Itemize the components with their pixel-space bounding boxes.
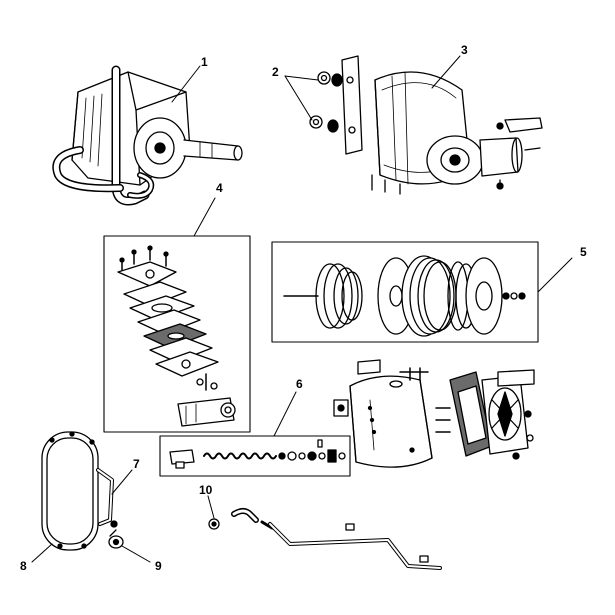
callout-6: 6	[296, 377, 303, 391]
leader-7	[111, 469, 133, 495]
part-9-clamp	[108, 529, 124, 549]
leader-3	[431, 55, 461, 89]
part-5-diaphragm-exploded	[283, 255, 526, 337]
callout-3: 3	[461, 43, 468, 57]
leader-9	[121, 545, 151, 563]
callout-8: 8	[20, 559, 27, 573]
booster-end-assembly	[333, 359, 535, 468]
leader-8	[31, 543, 53, 563]
leader-4	[193, 197, 216, 237]
callout-5: 5	[580, 245, 587, 259]
callout-1: 1	[201, 55, 208, 69]
callout-9: 9	[155, 559, 162, 573]
callout-2: 2	[272, 65, 279, 79]
part-4-valve-exploded	[117, 245, 236, 427]
part-4-box	[103, 235, 251, 433]
leader-5	[537, 257, 573, 293]
part-6-box	[159, 435, 351, 477]
part-3-booster-assembly	[341, 55, 543, 195]
part-7-hose-clip	[96, 468, 118, 528]
leader-6	[273, 391, 297, 437]
callout-7: 7	[133, 457, 140, 471]
leader-2b	[284, 75, 313, 121]
leader-2a	[284, 75, 319, 81]
part-1-servo-unit	[52, 65, 243, 206]
leader-10	[207, 495, 215, 519]
leader-1	[171, 65, 201, 103]
part-6-check-valve	[169, 439, 346, 469]
part-2-washers	[309, 71, 343, 133]
part-10-vacuum-pipe	[208, 508, 442, 570]
callout-10: 10	[199, 483, 213, 497]
callout-4: 4	[216, 181, 223, 195]
part-8-air-cleaner	[41, 431, 99, 551]
